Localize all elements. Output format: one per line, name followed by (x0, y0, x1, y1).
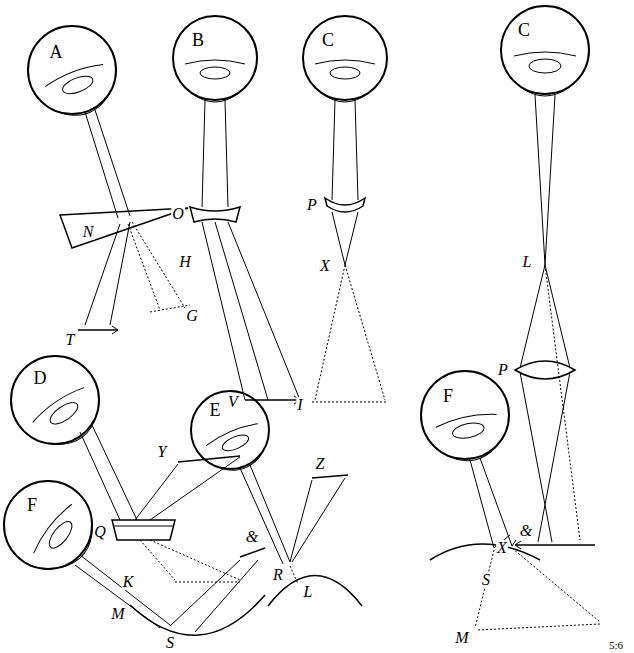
eye-circle: B (172, 15, 258, 101)
point-letter: Y (157, 444, 168, 460)
eye-circle: D (10, 355, 100, 445)
point-letter: G (185, 308, 199, 324)
eye-letter: C (322, 31, 334, 49)
point-letter: & (245, 529, 259, 545)
point-letter: N (82, 224, 95, 240)
point-letter: S (481, 572, 491, 588)
eye-circle: A (27, 25, 117, 115)
eye-letter: A (50, 43, 63, 61)
eye-letter: F (443, 387, 453, 405)
eye-letter: F (27, 496, 37, 514)
point-letter: I (296, 397, 303, 413)
point-letter: P (306, 197, 318, 213)
eye-letter: B (192, 31, 204, 49)
point-letter: V (227, 394, 239, 410)
eye-letter: C (518, 21, 530, 39)
point-letter: K (122, 574, 135, 590)
eye-circle: C (500, 5, 590, 95)
eye-circle: F (420, 370, 510, 460)
eye-circle: C (302, 15, 388, 101)
point-letter: L (303, 584, 314, 600)
point-letter: & (519, 523, 533, 539)
eye-letter: D (34, 369, 47, 387)
point-letter: X (319, 258, 331, 274)
point-letter: X (496, 540, 508, 556)
point-letter: O (171, 206, 185, 222)
eye-letter: E (210, 401, 221, 419)
point-letter: Q (93, 524, 107, 540)
point-letter: H (178, 254, 192, 270)
point-letter: T (65, 332, 76, 348)
eye-circle: F (3, 480, 93, 570)
point-letter: P (497, 362, 509, 378)
page-number: 5:6 (608, 639, 624, 651)
point-letter: M (110, 606, 125, 622)
point-letter: R (272, 567, 284, 583)
point-letter: Z (315, 456, 326, 472)
point-letter: L (522, 254, 533, 270)
point-letter: M (454, 630, 469, 646)
point-letter: S (165, 635, 175, 651)
